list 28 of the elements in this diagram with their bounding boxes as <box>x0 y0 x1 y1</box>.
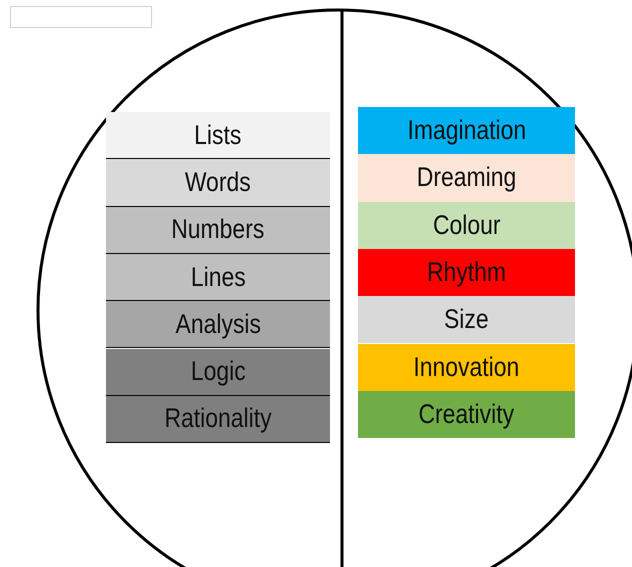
term-label: Rationality <box>164 403 272 434</box>
term-label: Logic <box>190 356 246 388</box>
term-label: Lists <box>194 120 242 151</box>
term-box <box>358 107 575 154</box>
term-box <box>106 206 330 254</box>
term-box <box>106 348 330 396</box>
term-label: Lines <box>190 262 246 293</box>
term-label: Dreaming <box>416 162 516 194</box>
term-label: Colour <box>432 210 500 241</box>
term-label: Imagination <box>407 115 526 146</box>
term-label: Analysis <box>175 308 261 340</box>
term-label: Numbers <box>171 214 265 246</box>
term-box <box>106 159 330 207</box>
term-label: Creativity <box>418 398 514 430</box>
term-label: Rhythm <box>426 257 506 288</box>
term-box <box>358 154 575 202</box>
term-box <box>358 344 575 391</box>
term-box <box>106 112 330 160</box>
term-label: Words <box>185 166 251 198</box>
term-box <box>106 396 330 444</box>
term-box <box>358 296 575 344</box>
term-box <box>106 301 330 348</box>
term-box <box>358 202 575 249</box>
term-label: Innovation <box>414 352 520 383</box>
term-label: Size <box>444 304 489 336</box>
term-box <box>358 248 575 296</box>
term-box <box>106 254 330 302</box>
term-box <box>358 390 575 438</box>
